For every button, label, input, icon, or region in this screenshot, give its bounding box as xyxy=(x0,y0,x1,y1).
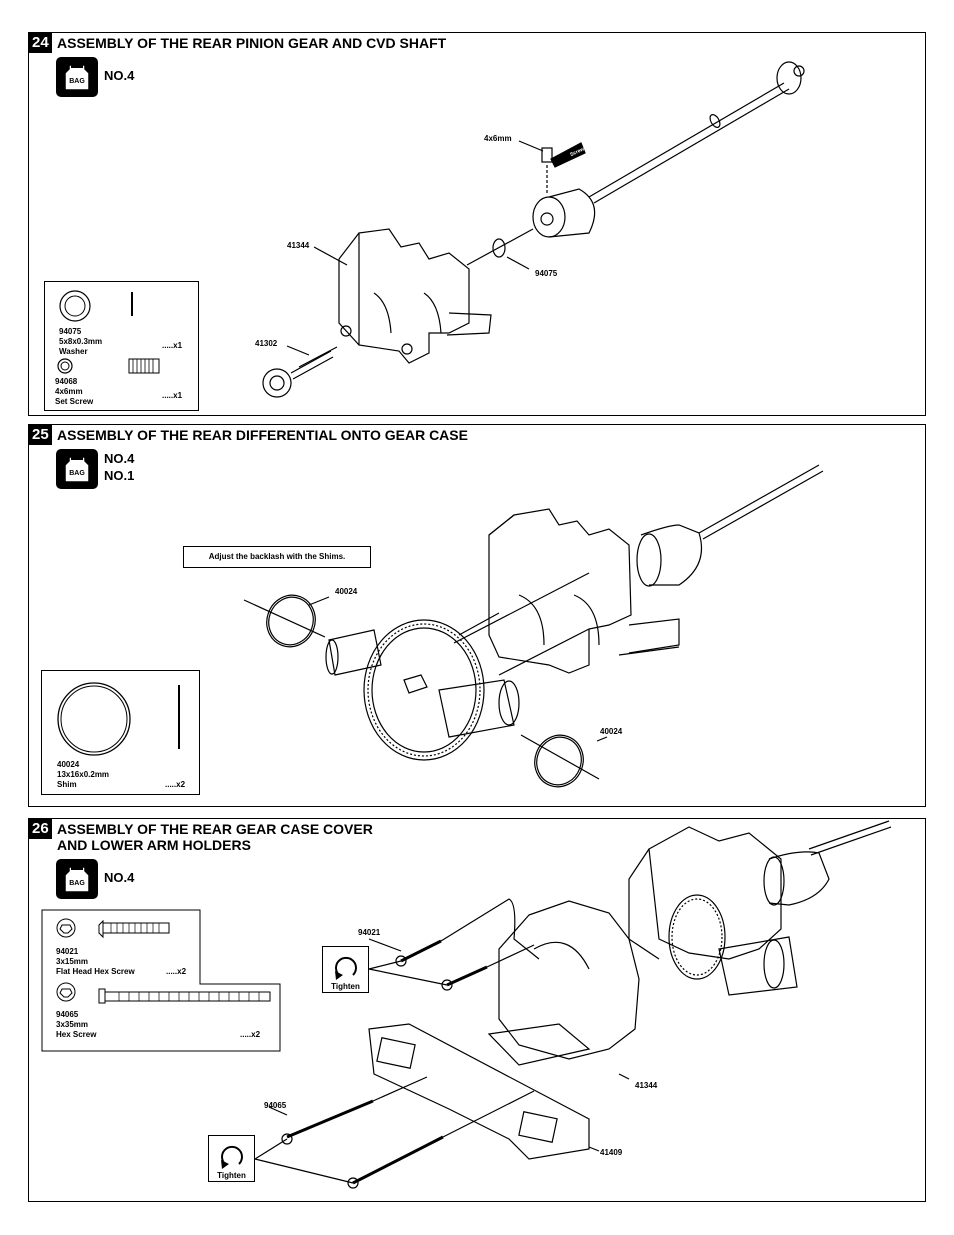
bag-shape-icon xyxy=(64,64,90,91)
part-id: 94065 xyxy=(56,1010,79,1019)
parts-box: 40024 13x16x0.2mm Shim .....x2 xyxy=(41,670,200,795)
tighten-indicator: Tighten xyxy=(208,1135,255,1182)
parts-box: 94075 5x8x0.3mm Washer .....x1 94068 4x6… xyxy=(44,281,199,411)
part-name: Flat Head Hex Screw xyxy=(56,967,135,976)
tighten-label: Tighten xyxy=(217,1171,246,1180)
parts-illustration xyxy=(57,682,180,756)
part-name: Washer xyxy=(59,347,88,356)
callout-shim-top: 40024 xyxy=(335,587,358,596)
parts-box-outline xyxy=(41,820,892,1189)
part-id: 94068 xyxy=(55,377,78,386)
callout-flat-screw: 94021 xyxy=(358,928,381,937)
callout-hex-screw: 94065 xyxy=(264,1101,287,1110)
part-id: 94075 xyxy=(59,327,82,336)
bag-icon-text: BAG xyxy=(69,880,85,887)
step-title-line2: AND LOWER ARM HOLDERS xyxy=(57,837,251,853)
clockwise-arrow-icon xyxy=(221,1145,243,1169)
callout-arm-holder: 41409 xyxy=(600,1148,623,1157)
part-size: 3x15mm xyxy=(56,957,89,966)
callout-shim-bottom: 40024 xyxy=(600,727,623,736)
bag-number: NO.4 xyxy=(104,451,135,466)
step-title: ASSEMBLY OF THE REAR GEAR CASE COVER xyxy=(57,821,373,837)
part-qty: .....x2 xyxy=(165,780,186,789)
bag-icon: BAG xyxy=(56,57,98,97)
clockwise-arrow-icon xyxy=(335,956,357,980)
backlash-note: Adjust the backlash with the Shims. xyxy=(183,546,371,568)
part-qty: .....x2 xyxy=(166,967,187,976)
bag-icon: BAG xyxy=(56,859,98,899)
step-title: ASSEMBLY OF THE REAR PINION GEAR AND CVD… xyxy=(57,35,447,51)
pinion-cvd-illustration xyxy=(262,61,805,398)
bag-shape-icon xyxy=(64,456,90,483)
bag-number: NO.4 xyxy=(104,870,135,885)
step-number: 24 xyxy=(29,33,52,53)
part-size: 13x16x0.2mm xyxy=(57,770,110,779)
part-name: Shim xyxy=(57,780,77,789)
part-id: 40024 xyxy=(57,760,80,769)
callout-washer: 94075 xyxy=(535,269,558,278)
part-name: Hex Screw xyxy=(56,1030,97,1039)
step-number: 26 xyxy=(29,819,52,839)
callout-pinion: 41302 xyxy=(255,339,278,348)
step-25-panel: 25 ASSEMBLY OF THE REAR DIFFERENTIAL ONT… xyxy=(28,424,926,807)
part-size: 4x6mm xyxy=(55,387,83,396)
callout-gear-case: 41344 xyxy=(287,241,310,250)
part-qty: .....x1 xyxy=(162,341,183,350)
callout-cover: 41344 xyxy=(635,1081,658,1090)
part-size: 3x35mm xyxy=(56,1020,89,1029)
parts-illustration xyxy=(57,290,160,374)
tighten-label: Tighten xyxy=(331,982,360,991)
bag-icon-text: BAG xyxy=(69,470,85,477)
step-26-panel: 26 ASSEMBLY OF THE REAR GEAR CASE COVER … xyxy=(28,818,926,1202)
bag-icon-text: BAG xyxy=(69,78,85,85)
bag-number: NO.4 xyxy=(104,68,135,83)
tighten-indicator: Tighten xyxy=(322,946,369,993)
bag-shape-icon xyxy=(64,866,90,893)
step-number: 25 xyxy=(29,425,52,445)
part-size: 5x8x0.3mm xyxy=(59,337,103,346)
part-name: Set Screw xyxy=(55,397,94,406)
differential-illustration xyxy=(243,464,824,788)
bag-number: NO.1 xyxy=(104,468,135,483)
part-id: 94021 xyxy=(56,947,79,956)
part-qty: .....x2 xyxy=(240,1030,261,1039)
step-24-panel: 24 ASSEMBLY OF THE REAR PINION GEAR AND … xyxy=(28,32,926,416)
callout-set-screw: 4x6mm xyxy=(484,134,512,143)
step-title: ASSEMBLY OF THE REAR DIFFERENTIAL ONTO G… xyxy=(57,427,468,443)
part-qty: .....x1 xyxy=(162,391,183,400)
bag-icon: BAG xyxy=(56,449,98,489)
